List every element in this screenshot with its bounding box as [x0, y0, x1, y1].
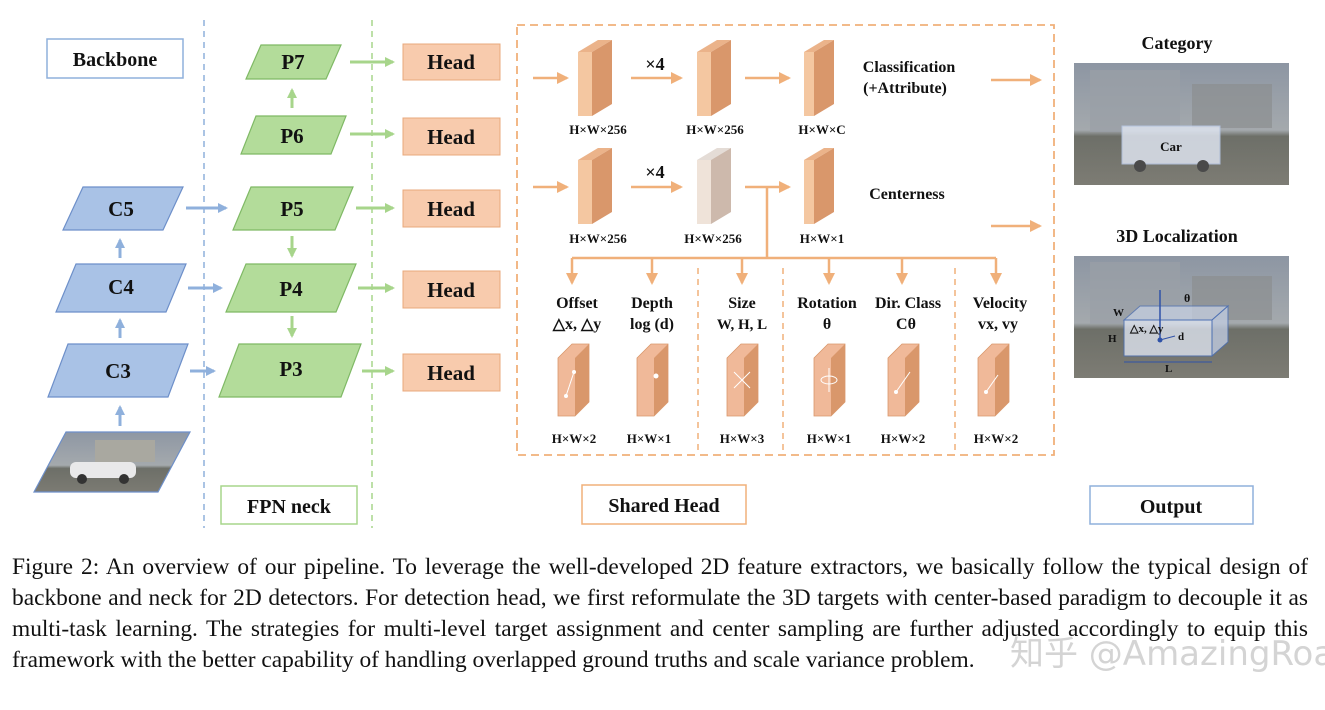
dim-rotation: H×W×1 — [807, 431, 851, 446]
reg-size-name: Size — [728, 295, 756, 312]
reg-velocity-name: Velocity — [973, 295, 1028, 312]
head-box-p3: Head — [402, 353, 501, 392]
head-box-p6: Head — [402, 117, 501, 156]
task-attribute: (+Attribute) — [863, 80, 947, 97]
loc-height-label: H — [1108, 333, 1117, 345]
dim-reg-1: H×W×256 — [569, 231, 627, 246]
reg-offset-sub: △x, △y — [552, 316, 602, 333]
fpn-p5: P5 — [232, 186, 354, 231]
dim-depth: H×W×1 — [627, 431, 671, 446]
svg-text:Head: Head — [427, 197, 475, 221]
dim-cls-out: H×W×C — [798, 122, 845, 137]
shared-head-frame — [516, 24, 1055, 456]
reg-depth-name: Depth — [631, 295, 673, 312]
head-box-p7: Head — [402, 43, 501, 81]
dim-size: H×W×3 — [720, 431, 765, 446]
backbone-title-box: Backbone — [46, 38, 184, 79]
output-title-box: Output — [1089, 485, 1254, 525]
slab-offset — [557, 343, 590, 417]
loc-theta-label: θ — [1184, 291, 1190, 305]
dim-offset: H×W×2 — [552, 431, 596, 446]
backbone-c5: C5 — [62, 186, 184, 231]
fpn-p4: P4 — [225, 263, 357, 313]
reg-offset-name: Offset — [556, 295, 598, 312]
svg-text:Head: Head — [427, 50, 475, 74]
backbone-c4: C4 — [55, 263, 187, 313]
output-title: Output — [1140, 496, 1203, 518]
feature-block-reg-1 — [578, 148, 612, 224]
svg-text:C3: C3 — [105, 359, 131, 383]
fpn-p3: P3 — [218, 343, 362, 398]
reg-depth-sub: log (d) — [630, 316, 674, 333]
task-centerness: Centerness — [869, 186, 945, 203]
svg-text:P3: P3 — [279, 357, 302, 381]
fpn-title-box: FPN neck — [220, 485, 358, 525]
repeat-cls: ×4 — [645, 54, 664, 74]
task-classification: Classification — [863, 59, 956, 76]
feature-block-centerness — [804, 148, 834, 224]
loc-width-label: W — [1113, 307, 1124, 319]
localization-title: 3D Localization — [1116, 226, 1238, 246]
svg-text:Head: Head — [427, 361, 475, 385]
fpn-p7: P7 — [245, 44, 342, 80]
dim-cls-2: H×W×256 — [686, 122, 744, 137]
slab-depth — [636, 343, 669, 417]
category-object-label: Car — [1160, 139, 1182, 154]
slab-velocity — [977, 343, 1010, 417]
reg-velocity-sub: vx, vy — [978, 316, 1018, 333]
svg-text:Head: Head — [427, 278, 475, 302]
svg-text:C4: C4 — [108, 275, 134, 299]
dim-centerness: H×W×1 — [800, 231, 844, 246]
feature-block-cls-1 — [578, 40, 612, 116]
dim-reg-2: H×W×256 — [684, 231, 742, 246]
reg-rotation-sub: θ — [823, 316, 831, 333]
fpn-p6: P6 — [240, 115, 347, 155]
reg-size-sub: W, H, L — [717, 317, 767, 333]
svg-text:P5: P5 — [280, 197, 303, 221]
svg-text:P6: P6 — [280, 124, 303, 148]
svg-text:P7: P7 — [281, 50, 304, 74]
localization-image: W H L △x, △y d θ — [1074, 256, 1289, 378]
category-title: Category — [1142, 33, 1213, 53]
loc-length-label: L — [1165, 363, 1172, 375]
shared-head-title: Shared Head — [608, 495, 719, 517]
slab-rotation — [813, 343, 846, 417]
feature-block-cls-out — [804, 40, 834, 116]
slab-dirclass — [887, 343, 920, 417]
dim-dirclass: H×W×2 — [881, 431, 925, 446]
dim-velocity: H×W×2 — [974, 431, 1018, 446]
svg-text:C5: C5 — [108, 197, 134, 221]
loc-offset-label: △x, △y — [1129, 323, 1164, 335]
feature-block-reg-2 — [697, 148, 731, 224]
slab-size — [726, 343, 759, 417]
head-box-p5: Head — [402, 189, 501, 228]
loc-depth-label: d — [1178, 331, 1184, 343]
watermark: 知乎 @AmazingRoad — [1010, 634, 1325, 674]
feature-block-cls-2 — [697, 40, 731, 116]
svg-text:P4: P4 — [279, 277, 303, 301]
category-image: Car — [1074, 63, 1289, 185]
pipeline-diagram: Backbone FPN neck Shared Head Output C5 … — [33, 20, 1289, 528]
reg-dirclass-name: Dir. Class — [875, 295, 941, 312]
input-image — [33, 431, 191, 493]
svg-text:Head: Head — [427, 125, 475, 149]
backbone-title: Backbone — [73, 49, 158, 71]
reg-rotation-name: Rotation — [797, 295, 857, 312]
reg-dirclass-sub: Cθ — [896, 316, 916, 333]
repeat-reg: ×4 — [645, 162, 664, 182]
shared-head-title-box: Shared Head — [581, 484, 747, 525]
figure-caption: Figure 2: An overview of our pipeline. T… — [12, 554, 1308, 673]
fpn-title: FPN neck — [247, 496, 332, 518]
head-box-p4: Head — [402, 270, 501, 309]
backbone-c3: C3 — [47, 343, 189, 398]
dim-cls-1: H×W×256 — [569, 122, 627, 137]
